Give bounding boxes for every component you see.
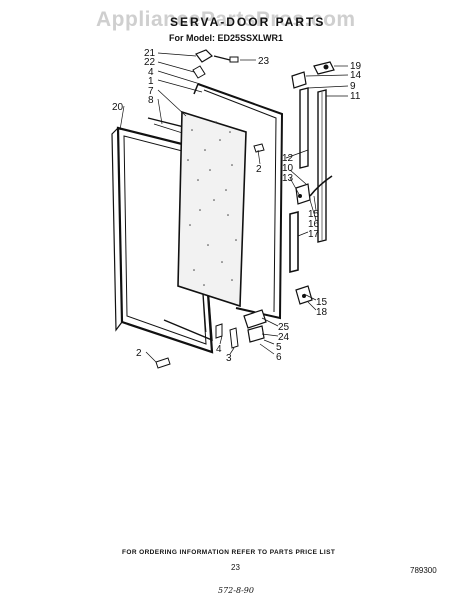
watermark: AppliancePartsPros.com: [96, 8, 356, 31]
leader-lines: [119, 52, 349, 363]
callout-19: 19: [350, 61, 362, 72]
callout-16: 16: [308, 219, 320, 230]
bottom-right-bracket: [295, 285, 313, 305]
callout-14: 14: [350, 70, 362, 81]
part-code: 789300: [410, 566, 437, 575]
lower-right-trim: [289, 210, 299, 274]
callout-21: 21: [144, 48, 156, 59]
page-number: 23: [231, 563, 240, 572]
callout-18: 18: [316, 307, 328, 318]
callout-4-top: 4: [148, 67, 154, 78]
callout-7: 7: [148, 86, 154, 97]
page-title: SERVA-DOOR PARTS: [170, 15, 326, 29]
callout-25: 25: [278, 322, 290, 333]
insulation-panel: [177, 110, 247, 308]
callout-15-low: 15: [316, 297, 328, 308]
side-trim-pieces: [299, 87, 327, 243]
callout-10: 10: [282, 163, 294, 174]
loose-screws: [155, 143, 265, 369]
callout-12: 12: [282, 153, 294, 164]
callout-13: 13: [282, 173, 294, 184]
callout-5: 5: [276, 342, 282, 353]
callout-17: 17: [308, 229, 320, 240]
callout-1: 1: [148, 76, 154, 87]
callout-23: 23: [258, 56, 270, 67]
top-hinge-assembly: [192, 49, 239, 79]
callout-2-mid: 2: [256, 164, 262, 175]
callout-20: 20: [112, 102, 124, 113]
bottom-hinge-assembly: [215, 309, 267, 349]
ordering-info: FOR ORDERING INFORMATION REFER TO PARTS …: [122, 549, 336, 556]
callout-22: 22: [144, 57, 156, 68]
model-label: For Model: ED25SSXLWR1: [169, 33, 284, 43]
outer-door-panel: [111, 126, 214, 354]
callout-4-bottom: 4: [216, 344, 222, 355]
callout-3: 3: [226, 353, 232, 364]
top-right-brackets: [291, 61, 335, 89]
callout-11: 11: [350, 91, 361, 102]
handwritten-note: 572-8-90: [218, 586, 254, 595]
callout-9: 9: [350, 81, 356, 92]
callout-8: 8: [148, 95, 154, 106]
callout-labels: 21 22 4 1 7 8 20 23 19 14 9 11 12 10 13 …: [112, 48, 362, 364]
callout-2-bottom: 2: [136, 348, 142, 359]
callout-15-mid: 15: [308, 209, 320, 220]
callout-24: 24: [278, 332, 290, 343]
callout-6: 6: [276, 352, 282, 363]
